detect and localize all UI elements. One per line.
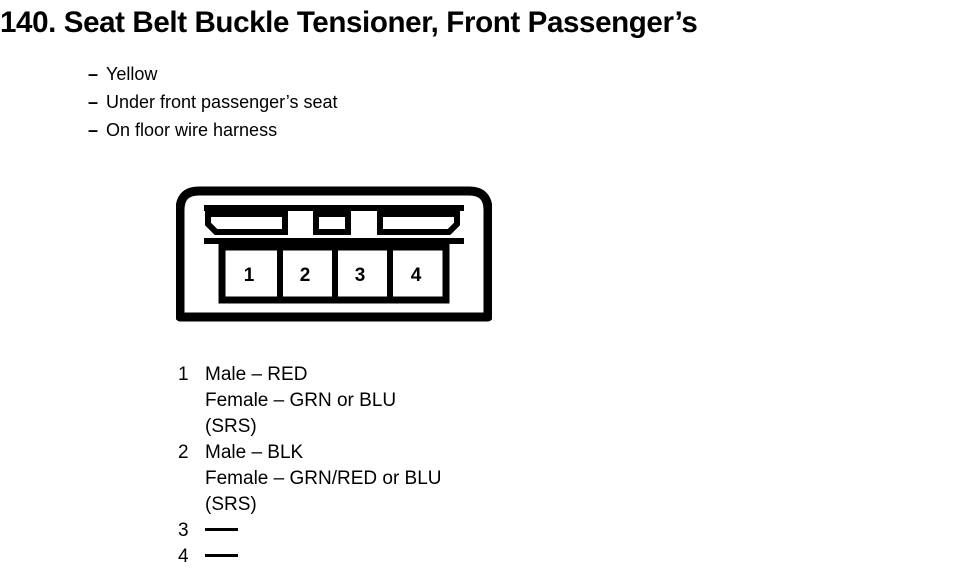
connector-inner-frame-top — [204, 205, 464, 211]
connector-inner-frame-bottom — [204, 238, 464, 244]
pin-legend-description — [205, 544, 698, 570]
pin-cavity-divider — [277, 247, 283, 300]
pin-cavity-divider — [332, 247, 338, 300]
pin-legend-description — [205, 518, 698, 544]
pin-number-1: 1 — [244, 265, 255, 286]
latch-slot-left — [205, 211, 288, 235]
connector-diagram: 1 2 3 4 — [176, 186, 492, 326]
description-item-label: Under front passenger’s seat — [106, 92, 338, 112]
bullet-dash-icon: – — [88, 120, 99, 140]
pin-legend-number: 1 — [178, 364, 189, 385]
pin-legend-line: Female – GRN/RED or BLU — [205, 468, 442, 489]
pin-legend-number: 4 — [178, 546, 189, 567]
description-item: –On floor wire harness — [88, 116, 688, 144]
pin-legend-empty — [205, 544, 698, 570]
pin-legend-empty — [205, 518, 698, 544]
bullet-dash-icon: – — [88, 64, 99, 84]
pin-number-3: 3 — [355, 265, 366, 286]
page-title: 140. Seat Belt Buckle Tensioner, Front P… — [0, 6, 698, 39]
pin-legend-line: Female – GRN or BLU — [205, 390, 397, 411]
pin-number-2: 2 — [300, 265, 311, 286]
pin-legend-description: Male – BLK Female – GRN/RED or BLU (SRS) — [205, 440, 698, 518]
pin-legend-line: (SRS) — [205, 416, 257, 437]
pin-legend-line: (SRS) — [205, 494, 257, 515]
center-lock-square — [313, 211, 351, 235]
pin-legend-number: 3 — [178, 520, 189, 541]
em-dash-icon — [205, 554, 238, 558]
pin-legend-line: Male – RED — [205, 364, 308, 385]
pin-legend-number: 2 — [178, 442, 189, 463]
pin-legend-row: 1 Male – RED Female – GRN or BLU (SRS) — [178, 362, 698, 440]
pin-legend-row: 2 Male – BLK Female – GRN/RED or BLU (SR… — [178, 440, 698, 518]
description-item: –Yellow — [88, 60, 688, 88]
pin-legend-row: 4 — [178, 544, 698, 570]
pin-cavity-divider — [387, 247, 393, 300]
connector-outer-shell — [176, 186, 492, 322]
pin-number-4: 4 — [411, 265, 422, 286]
pin-legend-row: 3 — [178, 518, 698, 544]
description-item: –Under front passenger’s seat — [88, 88, 688, 116]
latch-slot-right — [377, 211, 460, 235]
em-dash-icon — [205, 528, 238, 532]
pin-legend-line: Male – BLK — [205, 442, 304, 463]
pin-legend-description: Male – RED Female – GRN or BLU (SRS) — [205, 362, 698, 440]
pin-legend: 1 Male – RED Female – GRN or BLU (SRS) 2… — [178, 362, 698, 570]
description-item-label: On floor wire harness — [106, 120, 278, 140]
description-list: –Yellow –Under front passenger’s seat –O… — [88, 60, 688, 144]
description-item-label: Yellow — [106, 64, 158, 84]
bullet-dash-icon: – — [88, 92, 99, 112]
